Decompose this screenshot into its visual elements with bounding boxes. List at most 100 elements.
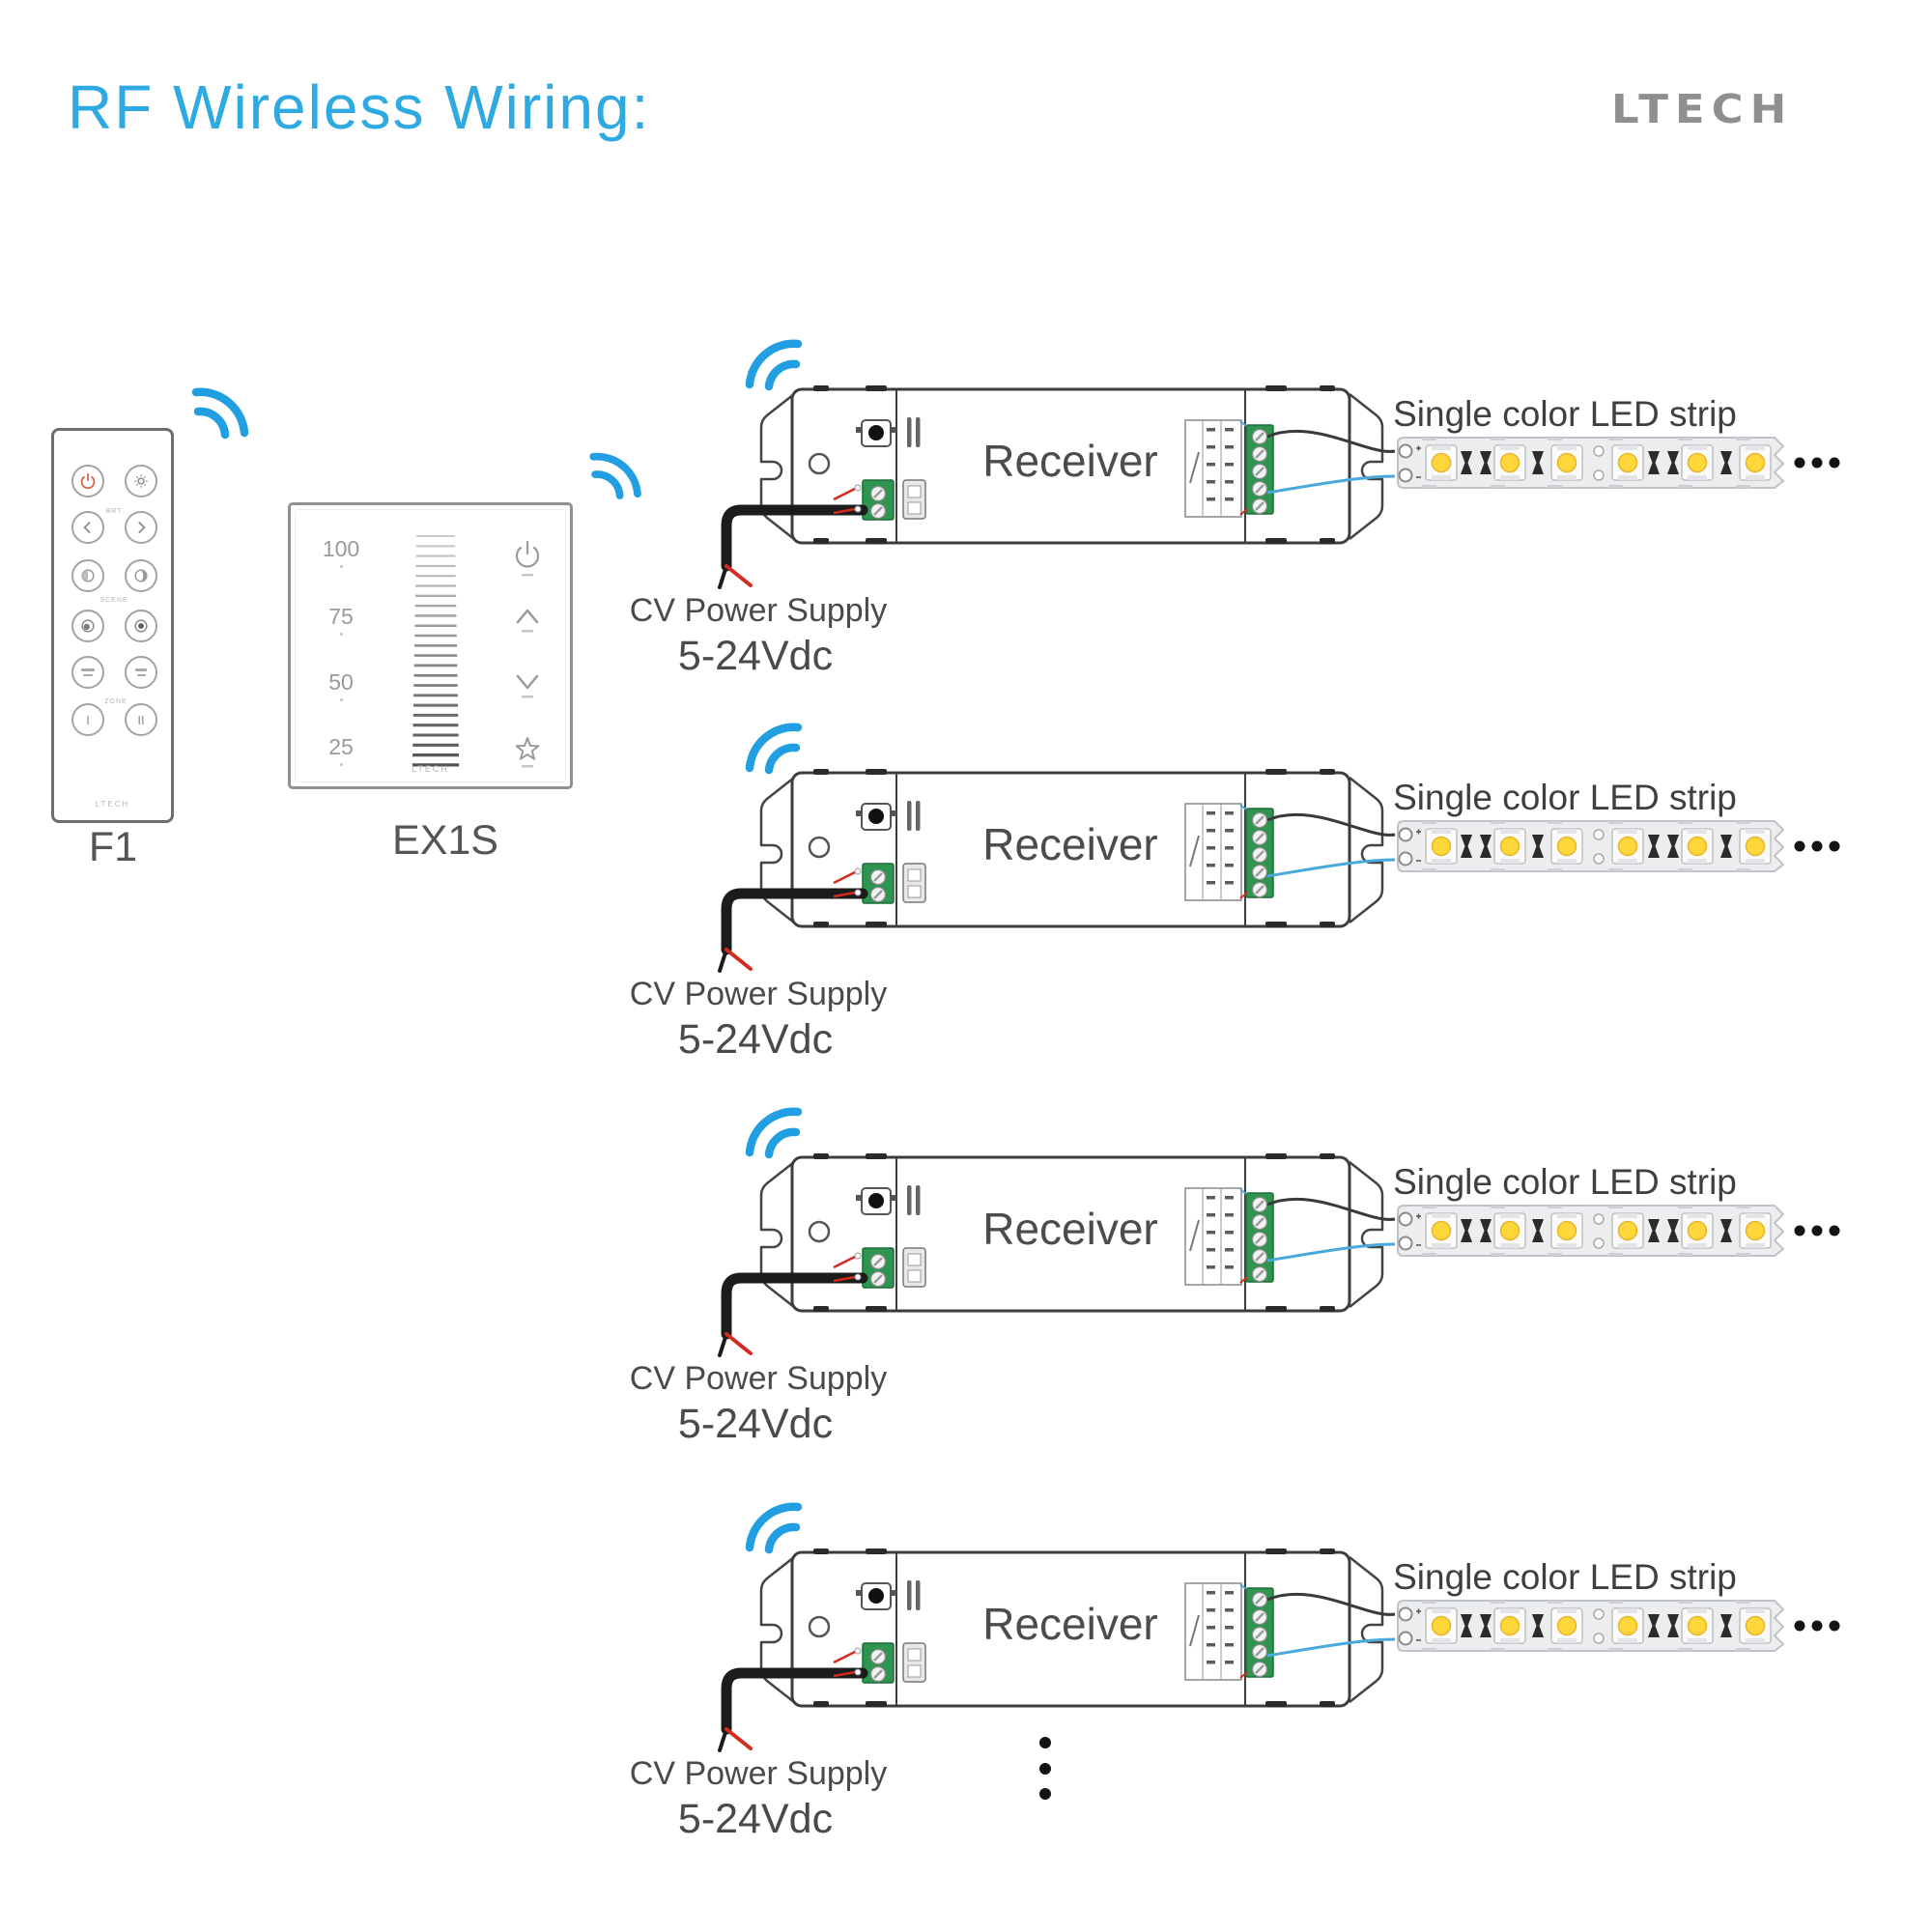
case-clips [813, 769, 1335, 927]
receiver-label: Receiver [982, 819, 1158, 869]
led-chip [1550, 1607, 1583, 1644]
receiver-right-mounting-wing [1349, 777, 1384, 923]
receiver-match-button[interactable] [856, 803, 896, 831]
remote-mode2-button[interactable] [125, 656, 157, 689]
panel-level-25[interactable]: 25 [320, 734, 362, 766]
receiver-left-mounting-wing [759, 393, 795, 540]
aux-connector [902, 1247, 926, 1288]
panel-level-75[interactable]: 75 [320, 604, 362, 636]
receiver-wireless-signal-icon [750, 344, 798, 386]
led-strip [1397, 437, 1785, 489]
led-chip [1493, 1607, 1526, 1644]
power-input-terminal [862, 1247, 895, 1289]
led-chip [1681, 1212, 1714, 1249]
panel-right-controls [515, 540, 540, 768]
remote-power-button[interactable] [71, 465, 104, 497]
antenna-marks [907, 801, 921, 831]
output-wire-positive [1266, 429, 1396, 453]
power-cable-red-lead [724, 1332, 753, 1355]
dim-high-icon [134, 569, 148, 582]
power-cable-red-lead [724, 1727, 753, 1750]
led-chip [1425, 828, 1458, 865]
remote-dim-low-button[interactable] [71, 559, 104, 592]
led-chip [1425, 1607, 1458, 1644]
strip-pad-negative [1398, 1631, 1413, 1646]
plus-mark [1416, 445, 1421, 451]
power-supply-label: CV Power Supply [630, 592, 887, 629]
led-chip [1493, 828, 1526, 865]
panel-brightness-down-button[interactable] [516, 674, 539, 698]
led-chip [1550, 1212, 1583, 1249]
receiver-wireless-signal-icon [750, 1507, 798, 1549]
power-input-terminal [862, 1642, 895, 1684]
receiver-left-mounting-wing [759, 777, 795, 923]
remote-model-label: F1 [88, 824, 138, 870]
remote-zone-label: ZONE [104, 698, 128, 705]
panel-scene-button[interactable] [515, 737, 540, 768]
remote-brightness-button[interactable] [125, 465, 157, 497]
scene2-icon [134, 619, 148, 633]
aux-connector [902, 479, 926, 520]
panel-power-button[interactable] [515, 540, 540, 577]
scene1-icon [81, 619, 95, 633]
remote-zone2-button[interactable]: II [125, 703, 157, 736]
cut-point-pad [1593, 853, 1605, 865]
cut-point-pad [1593, 445, 1605, 457]
output-wire-negative [1266, 1242, 1396, 1263]
receiver-match-button[interactable] [856, 419, 896, 447]
receiver-row: Receiver [541, 1096, 1874, 1483]
power-supply-label: CV Power Supply [630, 1360, 887, 1397]
dim-low-icon [81, 569, 95, 582]
receiver-match-button[interactable] [856, 1187, 896, 1215]
panel-dim-slider[interactable] [402, 526, 469, 774]
panel-level-100[interactable]: 100 [320, 536, 362, 568]
led-strip [1397, 1600, 1785, 1652]
page-title: RF Wireless Wiring: [68, 72, 651, 142]
mode2-glyph [135, 668, 147, 676]
antenna-marks [907, 417, 921, 447]
receiver-match-button[interactable] [856, 1582, 896, 1610]
remote-f1: BRT SCENE [51, 428, 174, 823]
led-chip [1611, 1607, 1644, 1644]
remote-prev-button[interactable] [71, 511, 104, 544]
cut-point-pad [1593, 1633, 1605, 1644]
power-supply-voltage: 5-24Vdc [678, 1401, 833, 1447]
remote-next-button[interactable] [125, 511, 157, 544]
strip-solder-marks [1422, 438, 1750, 488]
output-wire-positive [1266, 1592, 1396, 1616]
power-cable-black-lead [718, 1332, 728, 1357]
power-input-leads [833, 484, 862, 515]
power-cable-black-lead [718, 948, 728, 973]
strip-label: Single color LED strip [1393, 1162, 1737, 1202]
cut-point-pad [1593, 1213, 1605, 1225]
aux-connector [902, 863, 926, 903]
panel-level-50[interactable]: 50 [320, 669, 362, 701]
led-chip [1550, 444, 1583, 481]
receiver-indicator-hole [808, 452, 831, 475]
remote-scene-label: SCENE [99, 597, 128, 604]
panel-brightness-up-button[interactable] [516, 609, 539, 633]
receiver-indicator-hole [808, 1220, 831, 1243]
remote-dim-high-button[interactable] [125, 559, 157, 592]
remote-scene2-button[interactable] [125, 610, 157, 642]
output-wire-negative [1266, 1637, 1396, 1658]
strip-label: Single color LED strip [1393, 778, 1737, 817]
remote-zone1-button[interactable]: I [71, 703, 104, 736]
led-chip [1550, 828, 1583, 865]
output-terminal-block [1239, 1188, 1274, 1284]
cut-point-pad [1593, 1608, 1605, 1620]
receiver-label: Receiver [982, 1204, 1158, 1254]
output-wire-positive [1266, 1197, 1396, 1221]
power-supply-voltage: 5-24Vdc [678, 1016, 833, 1063]
remote-scene1-button[interactable] [71, 610, 104, 642]
remote-brand-text: LTECH [95, 800, 130, 809]
strip-label: Single color LED strip [1393, 394, 1737, 434]
strip-pad-negative [1398, 468, 1413, 483]
led-chip [1681, 828, 1714, 865]
power-input-cable [721, 1667, 868, 1735]
receiver-indicator-hole [808, 836, 831, 859]
strip-continues-ellipsis [1794, 840, 1840, 852]
power-cable-red-lead [724, 564, 753, 587]
remote-mode1-button[interactable] [71, 656, 104, 689]
